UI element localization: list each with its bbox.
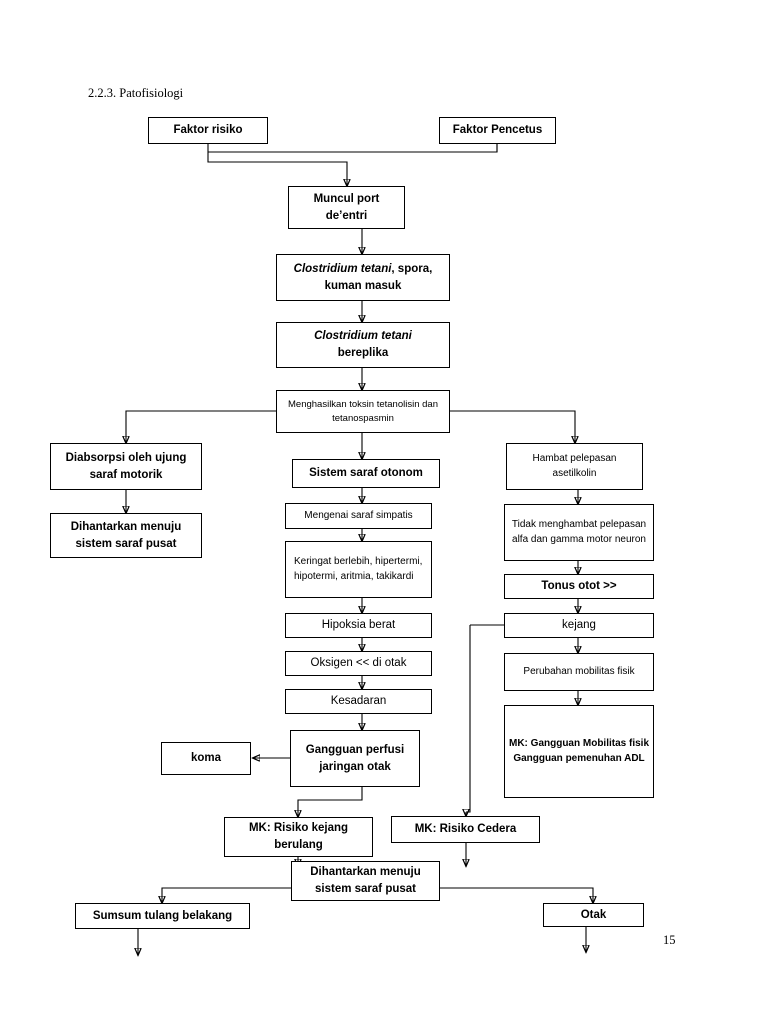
node-koma: koma — [161, 742, 251, 775]
node-tonus-otot: Tonus otot >> — [504, 574, 654, 599]
node-kesadaran: Kesadaran — [285, 689, 432, 714]
page-title: 2.2.3. Patofisiologi — [88, 86, 184, 100]
node-oksigen: Oksigen << di otak — [285, 651, 432, 676]
node-mengenai-simpatis: Mengenai saraf simpatis — [285, 503, 432, 529]
node-gangguan-perfusi: Gangguan perfusi jaringan otak — [290, 730, 420, 787]
clostridium-bereplika-rest: bereplika — [337, 347, 389, 359]
clostridium-spora-rest: , spora, kuman masuk — [324, 262, 433, 292]
node-mk-risiko-cedera: MK: Risiko Cedera — [391, 816, 540, 843]
node-perubahan-mobilitas: Perubahan mobilitas fisik — [504, 653, 654, 691]
node-otak: Otak — [543, 903, 644, 927]
node-muncul-port: Muncul port de’entri — [288, 186, 405, 229]
node-tidak-menghambat: Tidak menghambat pelepasan alfa dan gamm… — [504, 504, 654, 561]
node-sumsum: Sumsum tulang belakang — [75, 903, 250, 929]
node-diabsorpsi: Diabsorpsi oleh ujung saraf motorik — [50, 443, 202, 490]
node-mk-risiko-kejang: MK: Risiko kejang berulang — [224, 817, 373, 857]
node-keringat: Keringat berlebih, hipertermi, hipotermi… — [285, 541, 432, 598]
node-dihantarkan-pusat-1: Dihantarkan menuju sistem saraf pusat — [50, 513, 202, 558]
node-mk-gangguan: MK: Gangguan Mobilitas fisik Gangguan pe… — [504, 705, 654, 798]
node-faktor-risiko: Faktor risiko — [148, 117, 268, 144]
clostridium-bereplika-italic: Clostridium tetani — [314, 330, 412, 343]
node-clostridium-spora: Clostridium tetani, spora, kuman masuk — [276, 254, 450, 301]
node-hambat-pelepasan: Hambat pelepasan asetilkolin — [506, 443, 643, 490]
node-toksin: Menghasilkan toksin tetanolisin dan teta… — [276, 390, 450, 433]
node-hipoksia: Hipoksia berat — [285, 613, 432, 638]
page-number: 15 — [663, 933, 676, 947]
node-clostridium-bereplika: Clostridium tetani bereplika — [276, 322, 450, 368]
node-faktor-pencetus: Faktor Pencetus — [439, 117, 556, 144]
node-kejang: kejang — [504, 613, 654, 638]
clostridium-spora-italic: Clostridium tetani — [293, 262, 392, 275]
node-sistem-saraf-otonom: Sistem saraf otonom — [292, 459, 440, 488]
node-dihantarkan-pusat-2: Dihantarkan menuju sistem saraf pusat — [291, 861, 440, 901]
